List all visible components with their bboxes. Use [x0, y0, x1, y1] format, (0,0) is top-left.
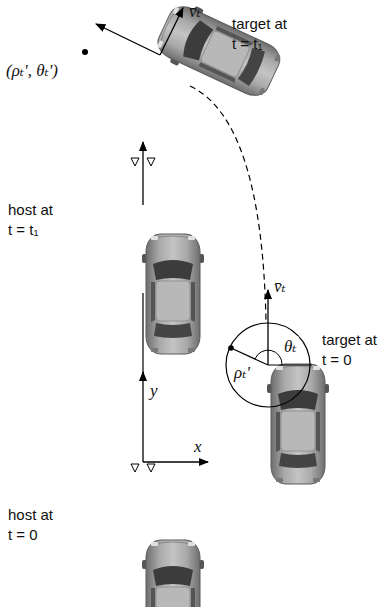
velocity-arrow: [267, 290, 268, 365]
velocity-label: v̄ₜ: [274, 276, 286, 298]
body-axis: [96, 24, 160, 55]
axis-label: x: [194, 436, 202, 458]
point-label: (ρₜ', θₜ'): [6, 60, 58, 82]
x-axis: [143, 461, 208, 462]
host-car-t1: [142, 234, 204, 354]
vehicle-caption: target at t = 0: [322, 330, 380, 369]
angle-arc: [255, 350, 282, 365]
sensor-marks: [131, 158, 155, 166]
reference-axis: [268, 364, 312, 365]
axis-label: y: [150, 380, 158, 402]
heading-arrow: [142, 142, 143, 205]
target-car-t0: [267, 364, 329, 484]
y-axis: [142, 372, 143, 462]
host-car-t0: [142, 540, 204, 607]
trajectory: [190, 86, 266, 322]
vehicle-caption: host at t = 0: [8, 505, 60, 544]
sensor-marks: [131, 464, 155, 472]
vehicle-caption: host at t = t₁: [8, 200, 60, 239]
angle-label: θₜ: [282, 336, 299, 358]
corner-point: [228, 345, 234, 351]
range-label: ρₜ': [232, 362, 252, 384]
path-line: [142, 293, 143, 380]
corner-point: [82, 49, 88, 55]
velocity-arrow: [160, 8, 183, 55]
velocity-label: v̄ₜ: [189, 1, 201, 23]
vehicle-caption: target at t = t₁: [232, 14, 288, 53]
